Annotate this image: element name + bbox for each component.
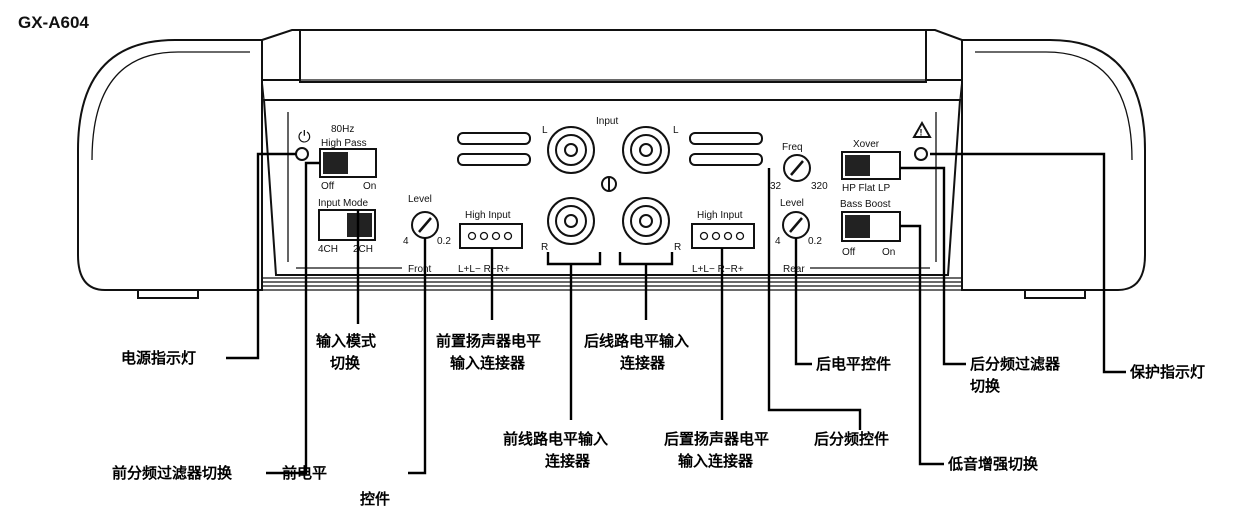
mode-2ch-label: 2CH xyxy=(353,244,373,255)
callout-front-speaker-2: 输入连接器 xyxy=(450,354,526,372)
callout-input-mode-2: 切换 xyxy=(330,354,361,372)
callout-input-mode-1: 输入模式 xyxy=(316,332,376,350)
bottom-grille xyxy=(262,277,962,291)
rear-level-knob-pointer xyxy=(789,217,803,233)
mode-4ch-label: 4CH xyxy=(318,244,338,255)
rca-front-left-jack[interactable] xyxy=(547,126,595,174)
rear-pins-label: L+L− R−R+ xyxy=(692,264,744,275)
callout-front-filter: 前分频过滤器切换 xyxy=(112,464,233,482)
rca-rear-left-jack[interactable] xyxy=(622,126,670,174)
freq-min: 32 xyxy=(770,181,782,192)
callout-rear-filter-1: 后分频过滤器 xyxy=(970,355,1061,373)
rear-label: Rear xyxy=(783,264,805,275)
right-vents xyxy=(689,132,763,166)
callout-front-speaker-1: 前置扬声器电平 xyxy=(436,332,541,350)
callout-front-level-2: 控件 xyxy=(360,490,390,508)
power-led-icon xyxy=(295,147,309,161)
rca-r-left-label: R xyxy=(541,242,548,253)
front-label: Front xyxy=(408,264,432,275)
rca-l-left-label: L xyxy=(542,125,548,136)
callout-protect-led: 保护指示灯 xyxy=(1129,363,1205,381)
hpf-label: High Pass xyxy=(321,138,367,149)
protect-led-icon xyxy=(914,147,928,161)
rca-front-right-jack[interactable] xyxy=(547,197,595,245)
input-label: Input xyxy=(596,116,618,127)
callout-bass-boost: 低音增强切换 xyxy=(947,455,1039,473)
input-mode-switch-knob[interactable] xyxy=(347,213,372,237)
rear-high-input-connector[interactable] xyxy=(691,223,755,249)
callout-front-line-1: 前线路电平输入 xyxy=(503,430,608,448)
left-foot xyxy=(137,289,199,299)
bb-on-label: On xyxy=(882,247,895,258)
callout-rear-level: 后电平控件 xyxy=(816,355,891,373)
rear-freq-knob-pointer xyxy=(790,160,804,176)
left-heatsink-edge xyxy=(91,51,250,161)
front-level-min: 4 xyxy=(403,236,409,247)
rear-high-input-pins xyxy=(699,231,745,241)
callout-rear-filter-2: 切换 xyxy=(970,377,1001,395)
rear-xover-switch-knob[interactable] xyxy=(845,155,870,176)
rear-high-input-label: High Input xyxy=(697,210,743,221)
bass-boost-switch-knob[interactable] xyxy=(845,215,870,238)
front-pins-label: L+L− R−R+ xyxy=(458,264,510,275)
ground-screw-icon xyxy=(601,176,617,192)
callout-front-level-1: 前电平 xyxy=(282,464,327,482)
xover-modes-label: HP Flat LP xyxy=(842,183,890,194)
hpf-on-label: On xyxy=(363,181,376,192)
input-mode-label: Input Mode xyxy=(318,198,368,209)
bb-off-label: Off xyxy=(842,247,855,258)
right-foot xyxy=(1024,289,1086,299)
callout-power-led: 电源指示灯 xyxy=(121,349,196,367)
callout-rear-line-2: 连接器 xyxy=(620,354,666,372)
freq-max: 320 xyxy=(811,181,828,192)
rca-l-right-label: L xyxy=(673,125,679,136)
front-hpf-switch-knob[interactable] xyxy=(323,152,348,174)
top-logo-plate xyxy=(299,29,927,83)
left-vents xyxy=(457,132,531,166)
callout-lines xyxy=(226,152,1126,475)
front-level-max: 0.2 xyxy=(437,236,451,247)
front-level-knob-pointer xyxy=(418,217,432,233)
rear-level-max: 0.2 xyxy=(808,236,822,247)
amplifier-body xyxy=(77,29,1146,299)
freq-label: Freq xyxy=(782,142,803,153)
left-heatsink xyxy=(77,39,263,291)
front-high-input-label: High Input xyxy=(465,210,511,221)
front-high-input-connector[interactable] xyxy=(459,223,523,249)
rear-level-label: Level xyxy=(780,198,804,209)
right-heatsink xyxy=(961,39,1146,291)
xover-label: Xover xyxy=(853,139,880,150)
callout-rear-freq: 后分频控件 xyxy=(814,430,889,448)
front-high-input-pins xyxy=(467,231,513,241)
hpf-off-label: Off xyxy=(321,181,334,192)
front-level-label: Level xyxy=(408,194,432,205)
bass-boost-label: Bass Boost xyxy=(840,199,891,210)
warning-mark: ! xyxy=(920,128,923,138)
power-symbol-icon: ⏻ xyxy=(298,129,311,146)
callout-front-line-2: 连接器 xyxy=(545,452,591,470)
callout-rear-speaker-2: 输入连接器 xyxy=(678,452,754,470)
callout-rear-line-1: 后线路电平输入 xyxy=(584,332,689,350)
hpf-freq-label: 80Hz xyxy=(331,124,354,135)
rear-level-min: 4 xyxy=(775,236,781,247)
warning-triangle-icon xyxy=(912,120,932,138)
rca-r-right-label: R xyxy=(674,242,681,253)
rca-rear-right-jack[interactable] xyxy=(622,197,670,245)
model-title: GX-A604 xyxy=(18,13,89,32)
right-heatsink-edge xyxy=(975,51,1133,161)
callout-rear-speaker-1: 后置扬声器电平 xyxy=(664,430,769,448)
front-line-bracket xyxy=(546,252,602,266)
